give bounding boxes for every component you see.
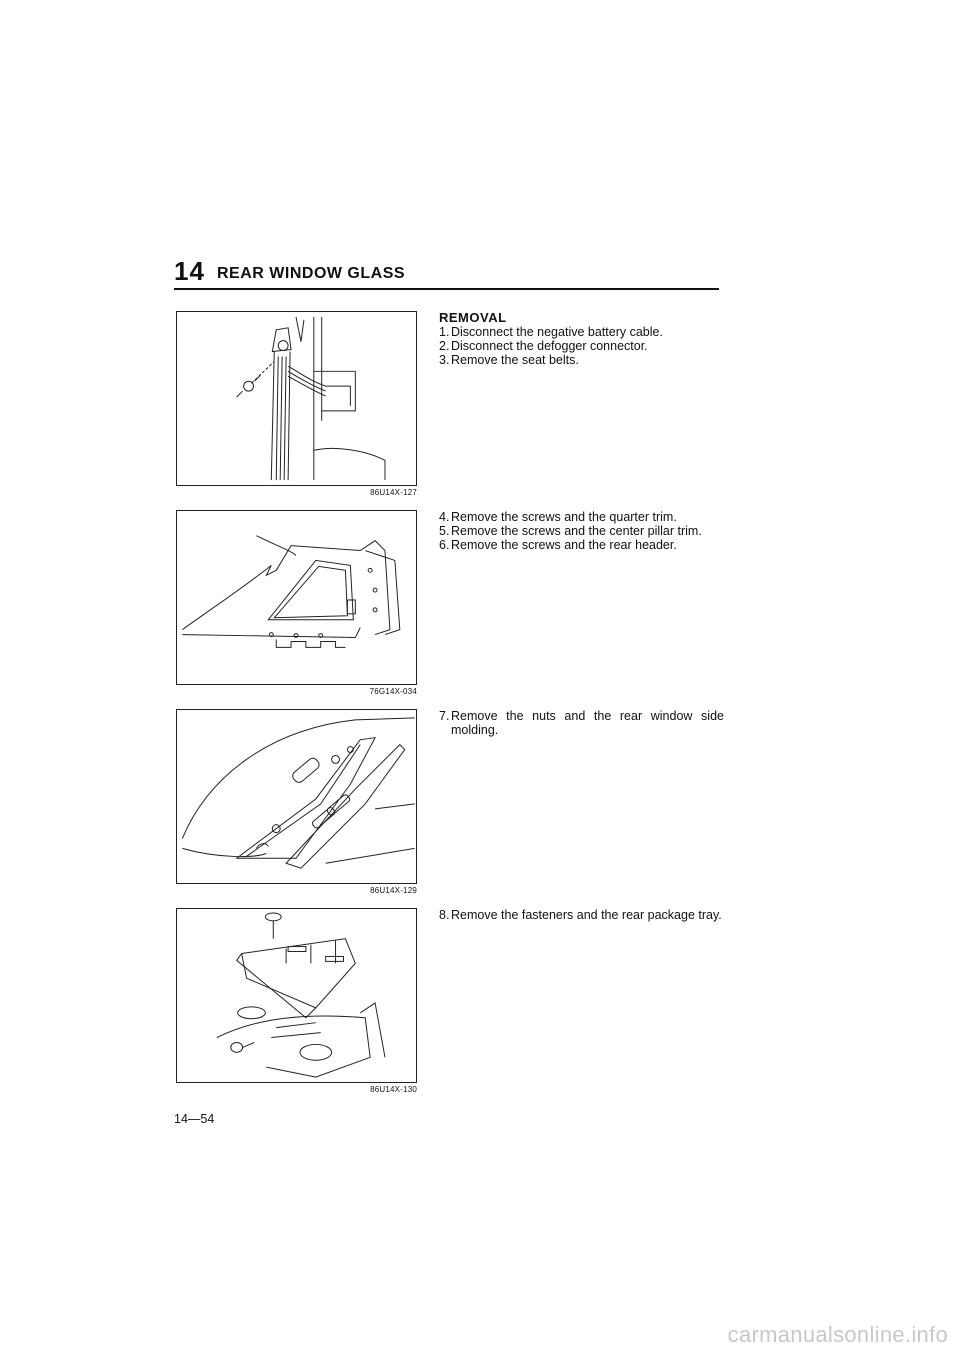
figure-package-tray — [176, 908, 417, 1083]
steps-block-4: 8.Remove the fasteners and the rear pack… — [439, 908, 724, 922]
figure-side-molding — [176, 709, 417, 884]
step-item: 8.Remove the fasteners and the rear pack… — [439, 908, 722, 922]
step-item: 3.Remove the seat belts. — [439, 353, 579, 367]
watermark: carmanualsonline.info — [727, 1322, 948, 1347]
section-header: 14 REAR WINDOW GLASS — [174, 256, 719, 288]
removal-heading: REMOVAL — [439, 310, 507, 325]
step-item: 5.Remove the screws and the center pilla… — [439, 524, 702, 538]
steps-block-2: 4.Remove the screws and the quarter trim… — [439, 510, 724, 552]
step-item: 6.Remove the screws and the rear header. — [439, 538, 677, 552]
figure-code: 86U14X-129 — [370, 886, 417, 895]
step-item: 1.Disconnect the negative battery cable. — [439, 325, 663, 339]
step-item: 7.Remove the nuts and the rear window si… — [439, 709, 724, 737]
steps-block-3: 7.Remove the nuts and the rear window si… — [439, 709, 724, 737]
section-title: REAR WINDOW GLASS — [217, 265, 406, 282]
figure-quarter-trim — [176, 510, 417, 685]
step-item: 2.Disconnect the defogger connector. — [439, 339, 648, 353]
step-item: 4.Remove the screws and the quarter trim… — [439, 510, 677, 524]
page-number: 14—54 — [174, 1112, 215, 1126]
figure-code: 86U14X-127 — [370, 488, 417, 497]
steps-block-1: REMOVAL 1.Disconnect the negative batter… — [439, 310, 724, 368]
chapter-number: 14 — [174, 256, 205, 286]
figure-seat-belt — [176, 311, 417, 486]
header-rule — [174, 288, 719, 290]
figure-code: 76G14X-034 — [369, 687, 417, 696]
figure-code: 86U14X-130 — [370, 1085, 417, 1094]
